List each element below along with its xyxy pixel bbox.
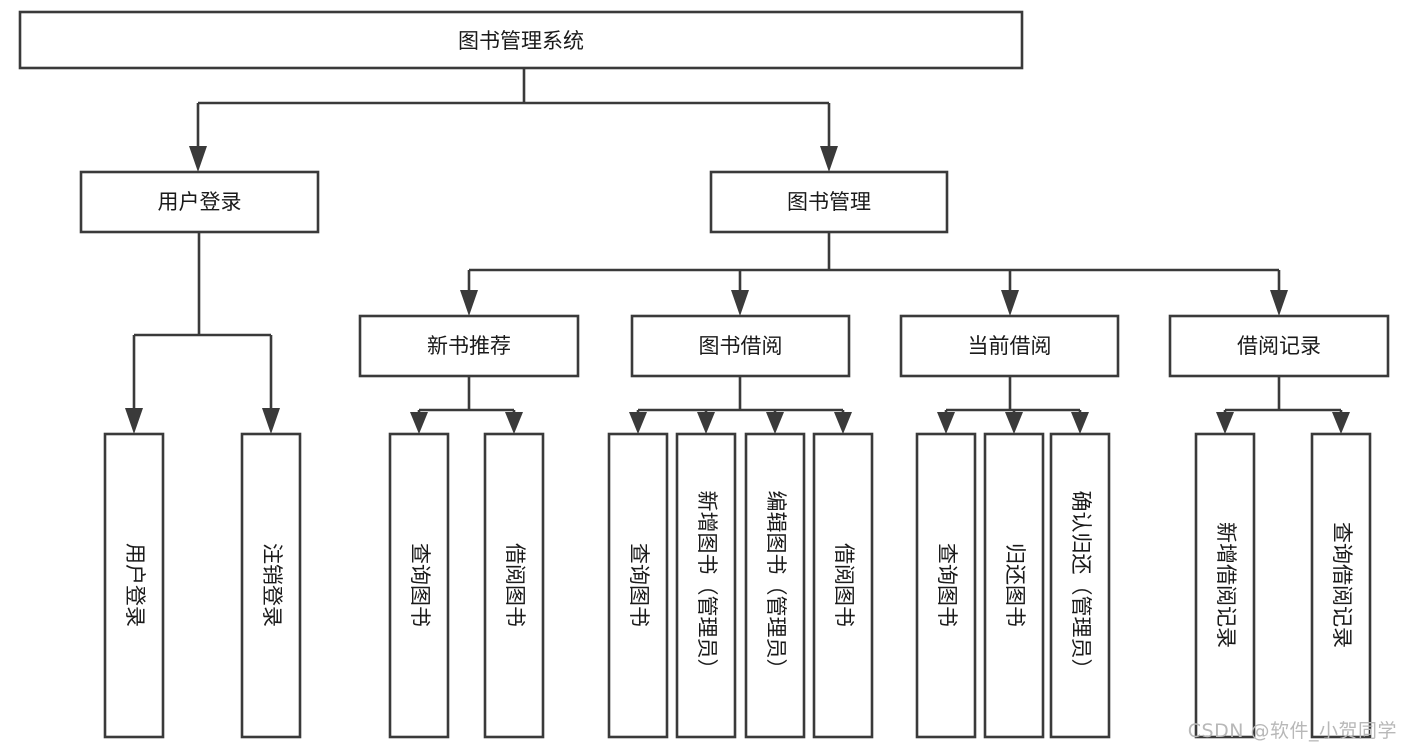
arrow-root-to-user-login bbox=[189, 146, 207, 172]
edge-layer bbox=[125, 68, 1350, 434]
node-leaf-return-book-label: 归还图书 bbox=[1003, 543, 1027, 627]
node-leaf-user-login[interactable]: 用户登录 bbox=[103, 432, 165, 739]
node-leaf-add-book-label: 新增图书（管理员） bbox=[695, 491, 719, 680]
node-leaf-query-book-3-label: 查询图书 bbox=[935, 543, 959, 627]
arrow-book-manage-to-book-borrow bbox=[731, 290, 749, 316]
arrow-book-manage-to-new-book-rec bbox=[460, 290, 478, 316]
node-leaf-add-book-box[interactable] bbox=[675, 432, 737, 739]
node-leaf-query-book-2[interactable]: 查询图书 bbox=[607, 432, 669, 739]
node-book-manage-label: 图书管理 bbox=[787, 190, 871, 214]
node-book-borrow-label: 图书借阅 bbox=[699, 334, 783, 358]
arrow-current-borrow-to-leaf-3 bbox=[1071, 412, 1089, 434]
node-user-login-box[interactable] bbox=[79, 170, 320, 234]
arrow-book-borrow-to-leaf-4 bbox=[834, 412, 852, 434]
node-leaf-borrow-book-2-box[interactable] bbox=[812, 432, 874, 739]
node-leaf-logout[interactable]: 注销登录 bbox=[240, 432, 302, 739]
node-borrow-record[interactable]: 借阅记录 bbox=[1168, 314, 1390, 378]
node-book-manage-box[interactable] bbox=[709, 170, 949, 234]
node-leaf-query-book-1-box[interactable] bbox=[388, 432, 450, 739]
node-new-book-rec[interactable]: 新书推荐 bbox=[358, 314, 580, 378]
node-leaf-add-record-box[interactable] bbox=[1194, 432, 1256, 739]
arrow-user-login-to-leaf-1 bbox=[125, 408, 143, 434]
node-book-borrow[interactable]: 图书借阅 bbox=[630, 314, 851, 378]
node-leaf-query-book-2-label: 查询图书 bbox=[627, 543, 651, 627]
node-current-borrow-box[interactable] bbox=[899, 314, 1120, 378]
node-leaf-add-book[interactable]: 新增图书（管理员） bbox=[675, 432, 737, 739]
node-leaf-query-record[interactable]: 查询借阅记录 bbox=[1310, 432, 1372, 739]
node-user-login[interactable]: 用户登录 bbox=[79, 170, 320, 234]
node-current-borrow[interactable]: 当前借阅 bbox=[899, 314, 1120, 378]
node-new-book-rec-label: 新书推荐 bbox=[427, 334, 511, 358]
arrow-current-borrow-to-leaf-2 bbox=[1005, 412, 1023, 434]
node-leaf-user-login-box[interactable] bbox=[103, 432, 165, 739]
node-leaf-return-book[interactable]: 归还图书 bbox=[983, 432, 1045, 739]
node-layer: 图书管理系统 用户登录 图书管理 新书推荐 图书借阅 bbox=[18, 10, 1390, 739]
node-leaf-logout-label: 注销登录 bbox=[260, 543, 284, 627]
arrow-root-to-book-manage bbox=[820, 146, 838, 172]
node-leaf-borrow-book-1-box[interactable] bbox=[483, 432, 545, 739]
node-leaf-query-book-3-box[interactable] bbox=[915, 432, 977, 739]
arrow-new-book-rec-to-leaf-1 bbox=[410, 412, 428, 434]
node-leaf-return-book-box[interactable] bbox=[983, 432, 1045, 739]
node-borrow-record-box[interactable] bbox=[1168, 314, 1390, 378]
node-leaf-user-login-label: 用户登录 bbox=[123, 543, 147, 627]
node-root-label: 图书管理系统 bbox=[458, 29, 584, 53]
arrow-borrow-record-to-leaf-2 bbox=[1332, 412, 1350, 434]
node-leaf-edit-book-label: 编辑图书（管理员） bbox=[764, 491, 788, 680]
node-book-borrow-box[interactable] bbox=[630, 314, 851, 378]
node-leaf-confirm-return-box[interactable] bbox=[1049, 432, 1111, 739]
arrow-current-borrow-to-leaf-1 bbox=[937, 412, 955, 434]
node-leaf-query-book-3[interactable]: 查询图书 bbox=[915, 432, 977, 739]
arrow-new-book-rec-to-leaf-2 bbox=[505, 412, 523, 434]
node-root-box[interactable] bbox=[18, 10, 1024, 70]
node-current-borrow-label: 当前借阅 bbox=[968, 334, 1052, 358]
node-leaf-query-book-1[interactable]: 查询图书 bbox=[388, 432, 450, 739]
node-root[interactable]: 图书管理系统 bbox=[18, 10, 1024, 70]
node-leaf-query-record-box[interactable] bbox=[1310, 432, 1372, 739]
node-leaf-add-record-label: 新增借阅记录 bbox=[1214, 522, 1238, 648]
node-leaf-query-book-2-box[interactable] bbox=[607, 432, 669, 739]
node-new-book-rec-box[interactable] bbox=[358, 314, 580, 378]
node-leaf-edit-book[interactable]: 编辑图书（管理员） bbox=[744, 432, 806, 739]
node-leaf-confirm-return[interactable]: 确认归还（管理员） bbox=[1049, 432, 1111, 739]
node-leaf-query-book-1-label: 查询图书 bbox=[408, 543, 432, 627]
arrow-book-manage-to-borrow-record bbox=[1270, 290, 1288, 316]
arrow-borrow-record-to-leaf-1 bbox=[1216, 412, 1234, 434]
node-leaf-borrow-book-1[interactable]: 借阅图书 bbox=[483, 432, 545, 739]
node-leaf-confirm-return-label: 确认归还（管理员） bbox=[1069, 491, 1093, 680]
node-borrow-record-label: 借阅记录 bbox=[1237, 334, 1321, 358]
arrow-book-borrow-to-leaf-1 bbox=[629, 412, 647, 434]
node-leaf-add-record[interactable]: 新增借阅记录 bbox=[1194, 432, 1256, 739]
node-leaf-borrow-book-2[interactable]: 借阅图书 bbox=[812, 432, 874, 739]
arrow-user-login-to-leaf-2 bbox=[262, 408, 280, 434]
arrow-book-manage-to-current-borrow bbox=[1001, 290, 1019, 316]
arrow-book-borrow-to-leaf-2 bbox=[697, 412, 715, 434]
node-leaf-edit-book-box[interactable] bbox=[744, 432, 806, 739]
node-book-manage[interactable]: 图书管理 bbox=[709, 170, 949, 234]
node-leaf-borrow-book-2-label: 借阅图书 bbox=[832, 543, 856, 627]
node-user-login-label: 用户登录 bbox=[158, 190, 242, 214]
node-leaf-logout-box[interactable] bbox=[240, 432, 302, 739]
arrow-book-borrow-to-leaf-3 bbox=[766, 412, 784, 434]
node-leaf-query-record-label: 查询借阅记录 bbox=[1330, 522, 1354, 648]
node-leaf-borrow-book-1-label: 借阅图书 bbox=[503, 543, 527, 627]
